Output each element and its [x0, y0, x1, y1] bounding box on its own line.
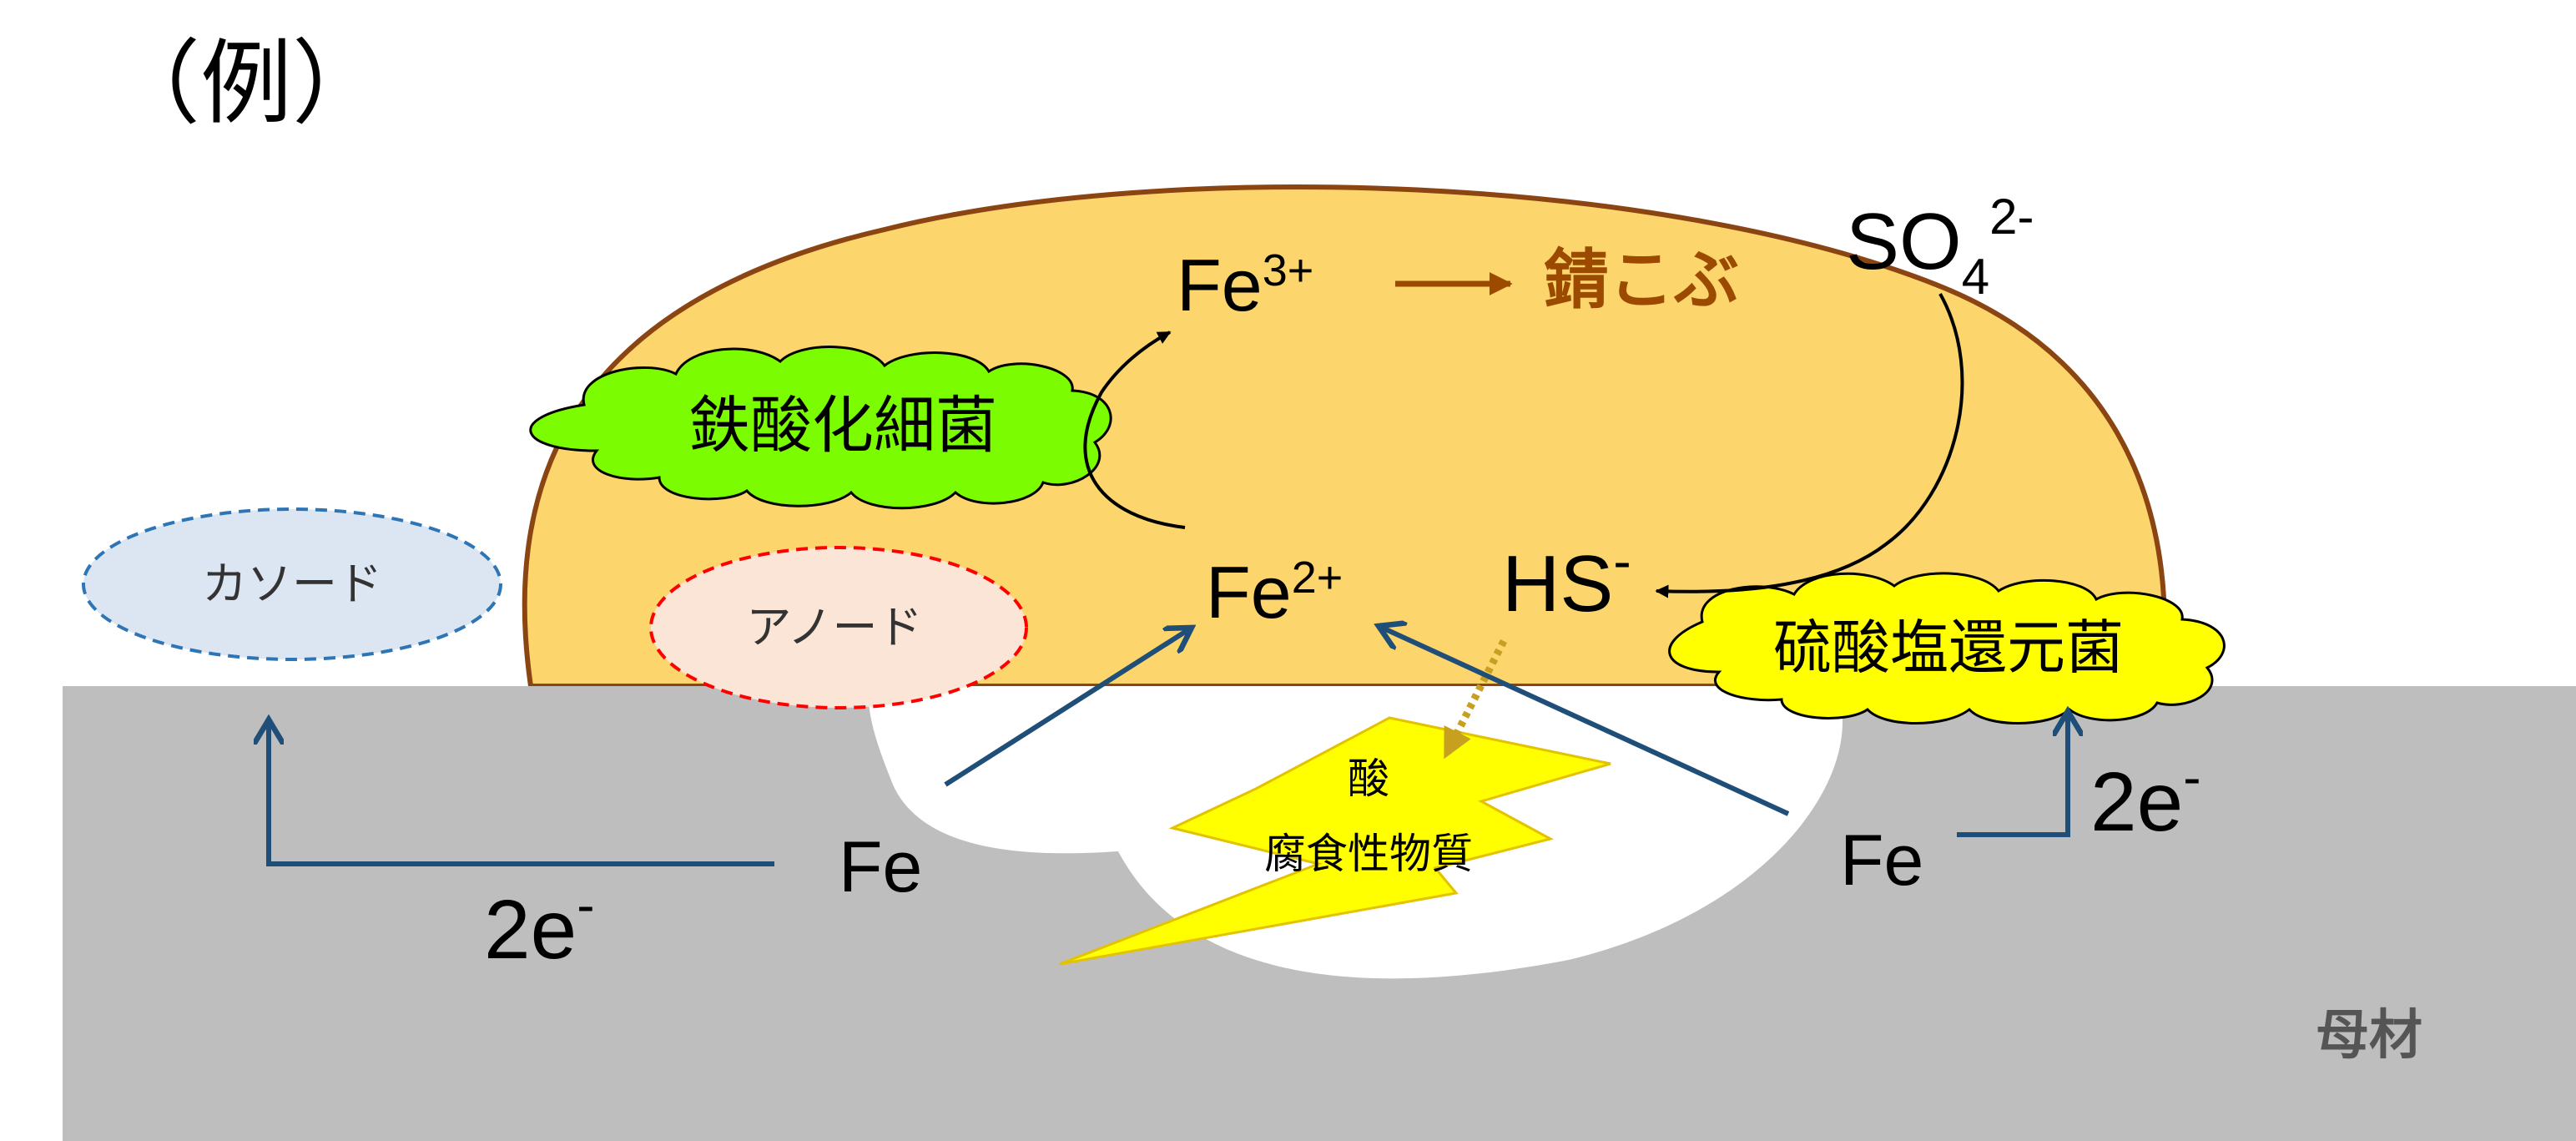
fe3-ion: Fe3+	[1177, 244, 1313, 326]
electrons-left-base: 2e	[484, 883, 577, 977]
cathode-ellipse	[82, 507, 502, 661]
electrons-right: 2e-	[2090, 747, 2201, 849]
fe-right: Fe	[1840, 820, 1923, 901]
electrons-right-base: 2e	[2090, 755, 2183, 849]
rust-tubercle-label: 錆こぶ	[1544, 243, 1739, 318]
electrons-left: 2e-	[484, 875, 595, 977]
anode-label: アノード	[746, 601, 922, 654]
reduction-curve-arrow	[1655, 293, 1964, 598]
sulfate-subscript: 4	[1962, 249, 1989, 305]
hs-base: HS	[1502, 539, 1613, 629]
fe-right-dissolution-arrow	[1379, 626, 1790, 816]
corrosive-label-acid: 酸	[1348, 755, 1389, 803]
oxidation-curve-arrow	[1083, 331, 1186, 529]
fe-left-dissolution-arrow	[944, 628, 1192, 787]
electron-flow-left	[269, 719, 774, 866]
page-title: （例）	[108, 30, 384, 137]
fe2-base: Fe	[1206, 551, 1292, 634]
corrosive-substance-bolt	[1059, 716, 1611, 966]
electron-flow-right	[1957, 711, 2068, 837]
electrons-left-charge: -	[577, 875, 594, 935]
sulfate-charge: 2-	[1989, 189, 2034, 245]
hs-charge: -	[1613, 531, 1631, 591]
sulfate-bacteria-cloud	[1668, 572, 2226, 724]
sulfate-base: SO	[1846, 197, 1962, 286]
anode-ellipse	[649, 546, 1028, 709]
base-metal-label: 母材	[2316, 1005, 2422, 1067]
fe3-charge: 3+	[1263, 245, 1314, 295]
fe2-ion: Fe2+	[1206, 551, 1343, 634]
sulfate-ion: SO42-	[1846, 189, 2034, 305]
cathode-label: カソード	[202, 558, 382, 610]
fe-left: Fe	[839, 827, 922, 907]
fe3-base: Fe	[1177, 244, 1263, 326]
iron-bacteria-cloud	[529, 346, 1112, 510]
corrosive-label-substance: 腐食性物質	[1264, 830, 1473, 878]
fe2-charge: 2+	[1292, 553, 1343, 603]
sulfate-bacteria-label: 硫酸塩還元菌	[1773, 613, 2124, 682]
hydrosulfide-ion: HS-	[1502, 531, 1631, 629]
electrons-right-charge: -	[2183, 747, 2200, 807]
iron-bacteria-label: 鉄酸化細菌	[688, 390, 997, 462]
hs-to-corrosive-arrow	[1441, 639, 1508, 760]
